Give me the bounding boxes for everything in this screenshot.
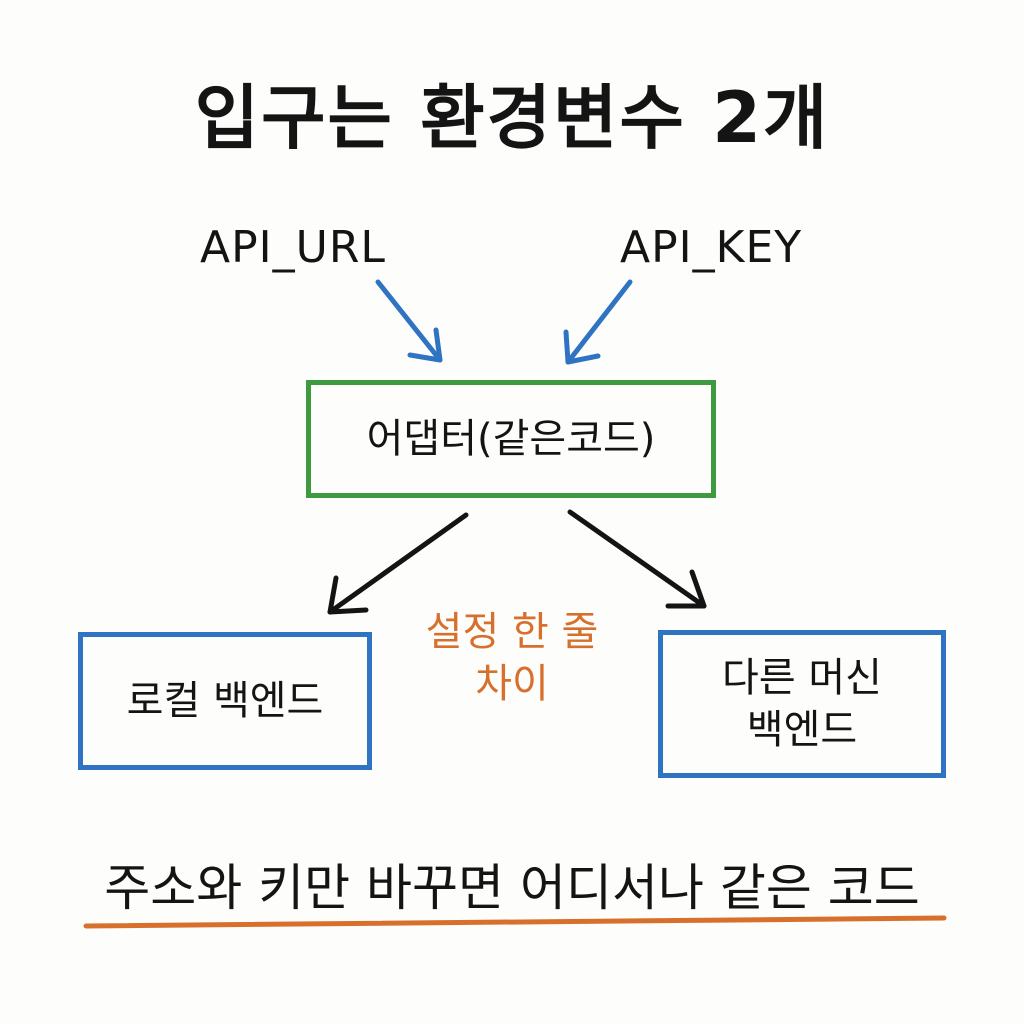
diagram-title: 입구는 환경변수 2개 — [194, 77, 830, 159]
api-url-label: API_URL — [200, 222, 386, 273]
adapter-box: 어댑터(같은코드) — [306, 380, 716, 498]
difference-note: 설정 한 줄 차이 — [392, 606, 632, 710]
local-backend-box: 로컬 백엔드 — [78, 632, 372, 770]
difference-note-line1: 설정 한 줄 — [425, 609, 599, 655]
remote-backend-box: 다른 머신 백엔드 — [658, 630, 946, 778]
remote-backend-line2: 백엔드 — [746, 707, 858, 753]
api-key-arrow — [563, 279, 633, 365]
to-remote-arrow — [567, 509, 707, 609]
diagram-caption: 주소와 키만 바꾸면 어디서나 같은 코드 — [104, 859, 920, 917]
difference-note-line2: 차이 — [475, 661, 549, 707]
caption-underline — [83, 915, 947, 929]
adapter-label: 어댑터(같은코드) — [366, 416, 656, 462]
local-backend-label: 로컬 백엔드 — [126, 678, 324, 724]
remote-backend-line1: 다른 머신 — [722, 655, 882, 701]
api-key-label: API_KEY — [620, 222, 803, 273]
to-local-arrow — [327, 512, 469, 615]
api-url-arrow — [375, 279, 443, 363]
